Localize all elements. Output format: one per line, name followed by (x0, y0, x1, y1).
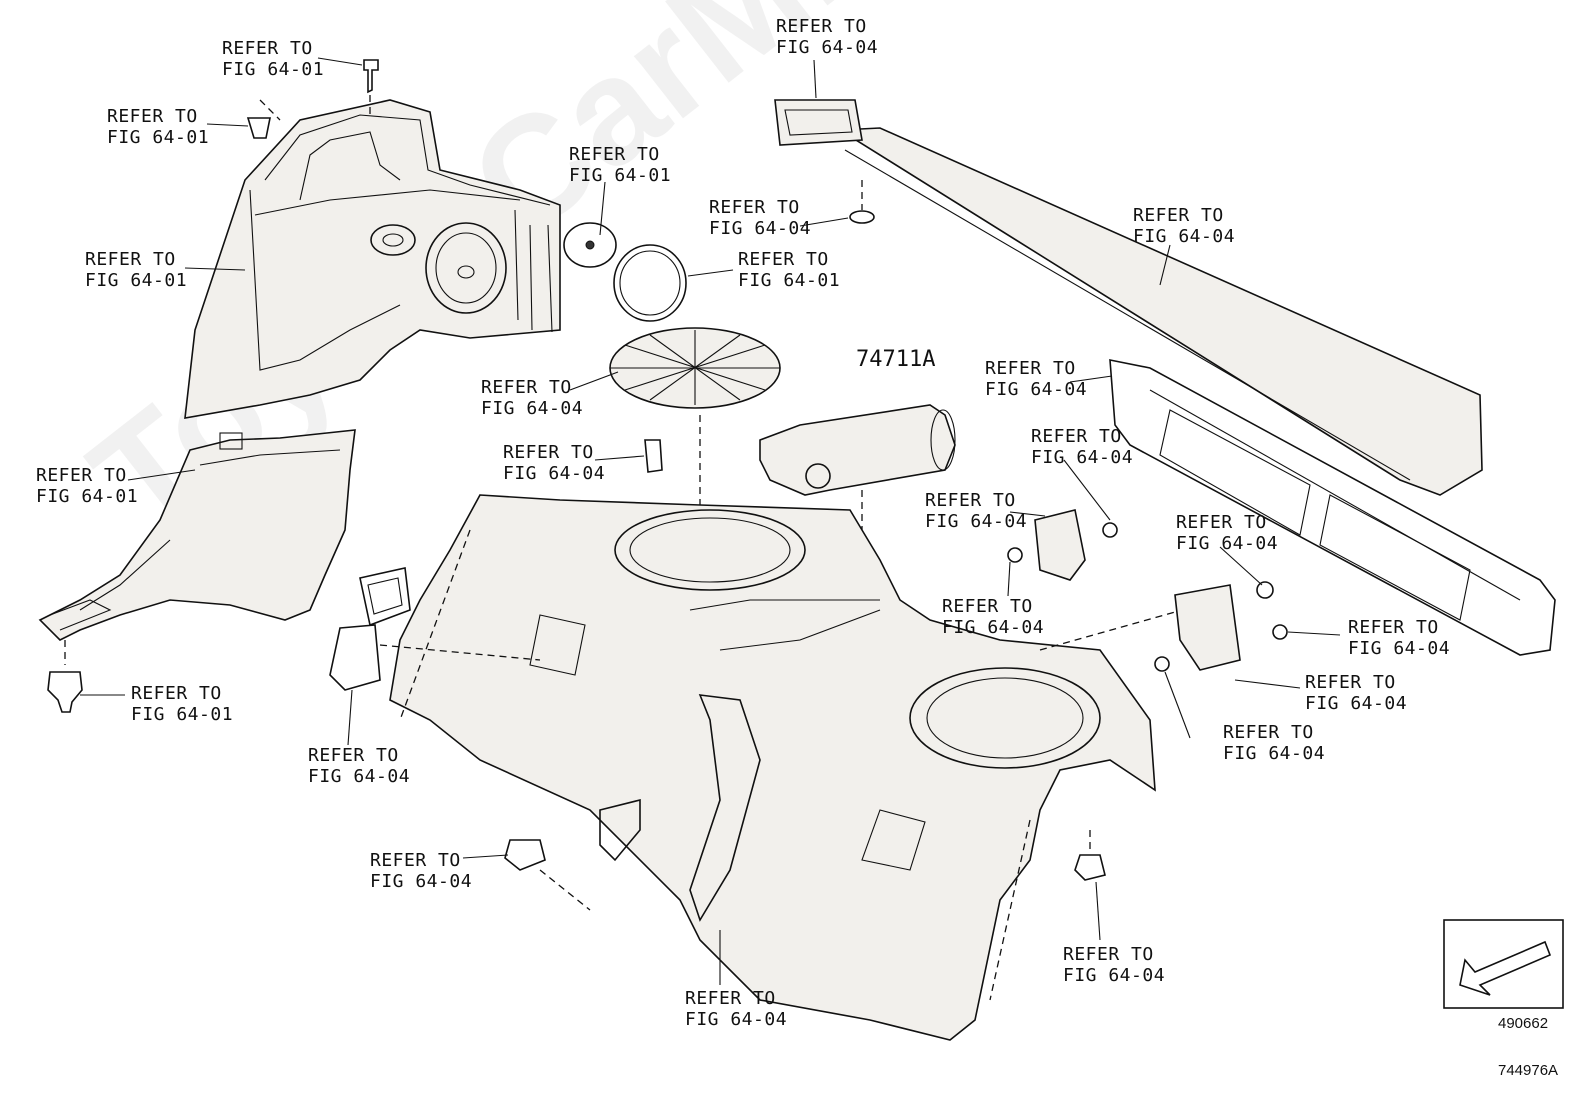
pillar-trim (38, 429, 356, 641)
floor-trim-panel (389, 494, 1156, 1041)
drawing-code: 744976A (1498, 1062, 1559, 1079)
leader-lines (80, 57, 1341, 985)
direction-code: 490662 (1498, 1015, 1549, 1032)
part-number-label: 74711A (856, 347, 936, 372)
tray-vent (774, 99, 863, 146)
quarter-trim-panel (184, 99, 561, 419)
service-lid-parts (329, 567, 1106, 911)
bolts-top (246, 59, 379, 139)
pillar-clip (47, 640, 83, 713)
brackets (1007, 509, 1288, 672)
speaker-parts (563, 222, 781, 540)
direction-box (1443, 919, 1564, 1009)
package-tray (837, 127, 1556, 656)
